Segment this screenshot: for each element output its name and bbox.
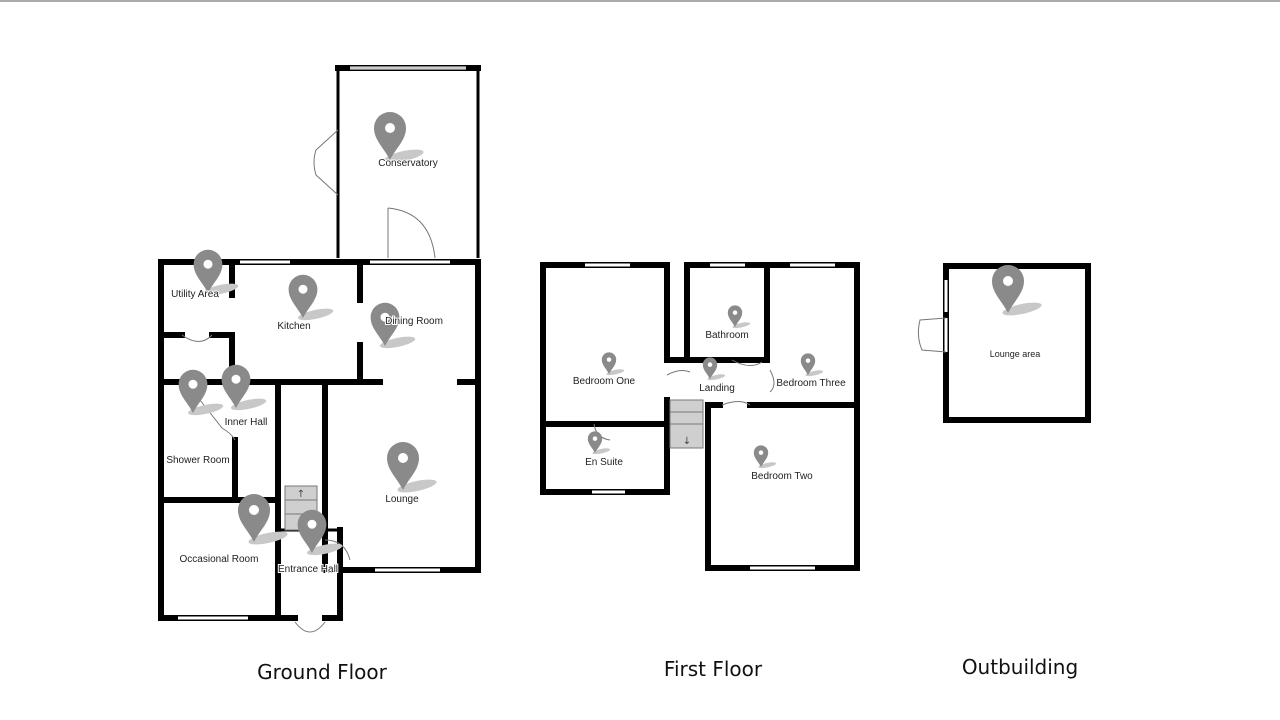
stairs-down-icon: ↓	[683, 436, 691, 447]
map-pin-icon	[288, 274, 334, 321]
map-pin-icon	[753, 445, 777, 469]
floor-title-first: First Floor	[664, 657, 763, 681]
map-pin-icon	[297, 509, 343, 556]
map-pin-icon	[601, 352, 625, 376]
room-label-bedroom-one: Bedroom One	[573, 376, 636, 387]
floor-title-ground: Ground Floor	[257, 660, 387, 684]
room-label-utility-area: Utility Area	[171, 289, 219, 300]
room-label-bedroom-two: Bedroom Two	[751, 471, 813, 482]
map-pin-icon	[387, 442, 437, 493]
floor-title-outbuilding: Outbuilding	[962, 655, 1078, 679]
conservatory-walls	[313, 65, 481, 259]
stairs-up-icon: ↑	[297, 489, 305, 500]
room-label-bathroom: Bathroom	[705, 330, 748, 341]
outbuilding-plan	[917, 263, 1091, 423]
room-label-conservatory: Conservatory	[378, 158, 437, 169]
room-label-entrance-hall: Entrance Hall	[278, 564, 338, 575]
room-label-en-suite: En Suite	[585, 457, 623, 468]
room-label-inner-hall: Inner Hall	[225, 417, 268, 428]
room-label-dining-room: Dining Room	[385, 316, 443, 327]
map-pin-icon	[702, 357, 726, 381]
room-label-bedroom-three: Bedroom Three	[776, 378, 846, 389]
room-label-shower-room: Shower Room	[166, 455, 229, 466]
map-pin-icon	[238, 494, 288, 545]
room-label-occasional-room: Occasional Room	[180, 554, 259, 565]
pins	[178, 112, 1042, 556]
first-floor-plan: ↓	[540, 262, 860, 571]
first-stairs: ↓	[669, 399, 704, 449]
map-pin-icon	[992, 265, 1042, 316]
map-pin-icon	[221, 364, 267, 411]
map-pin-icon	[370, 302, 416, 349]
first-windows	[585, 263, 835, 570]
room-label-landing: Landing	[699, 383, 735, 394]
ground-windows	[178, 260, 450, 620]
room-label-kitchen: Kitchen	[277, 321, 310, 332]
map-pin-icon	[193, 249, 239, 296]
map-pin-icon	[727, 305, 751, 329]
room-labels: Conservatory Utility Area Kitchen Dining…	[165, 157, 1041, 576]
map-pin-icon	[178, 369, 224, 416]
room-label-lounge: Lounge	[385, 494, 419, 505]
map-pin-icon	[374, 112, 424, 163]
map-pin-icon	[587, 431, 611, 455]
map-pin-icon	[800, 353, 824, 377]
room-label-lounge-area: Lounge area	[990, 349, 1041, 359]
